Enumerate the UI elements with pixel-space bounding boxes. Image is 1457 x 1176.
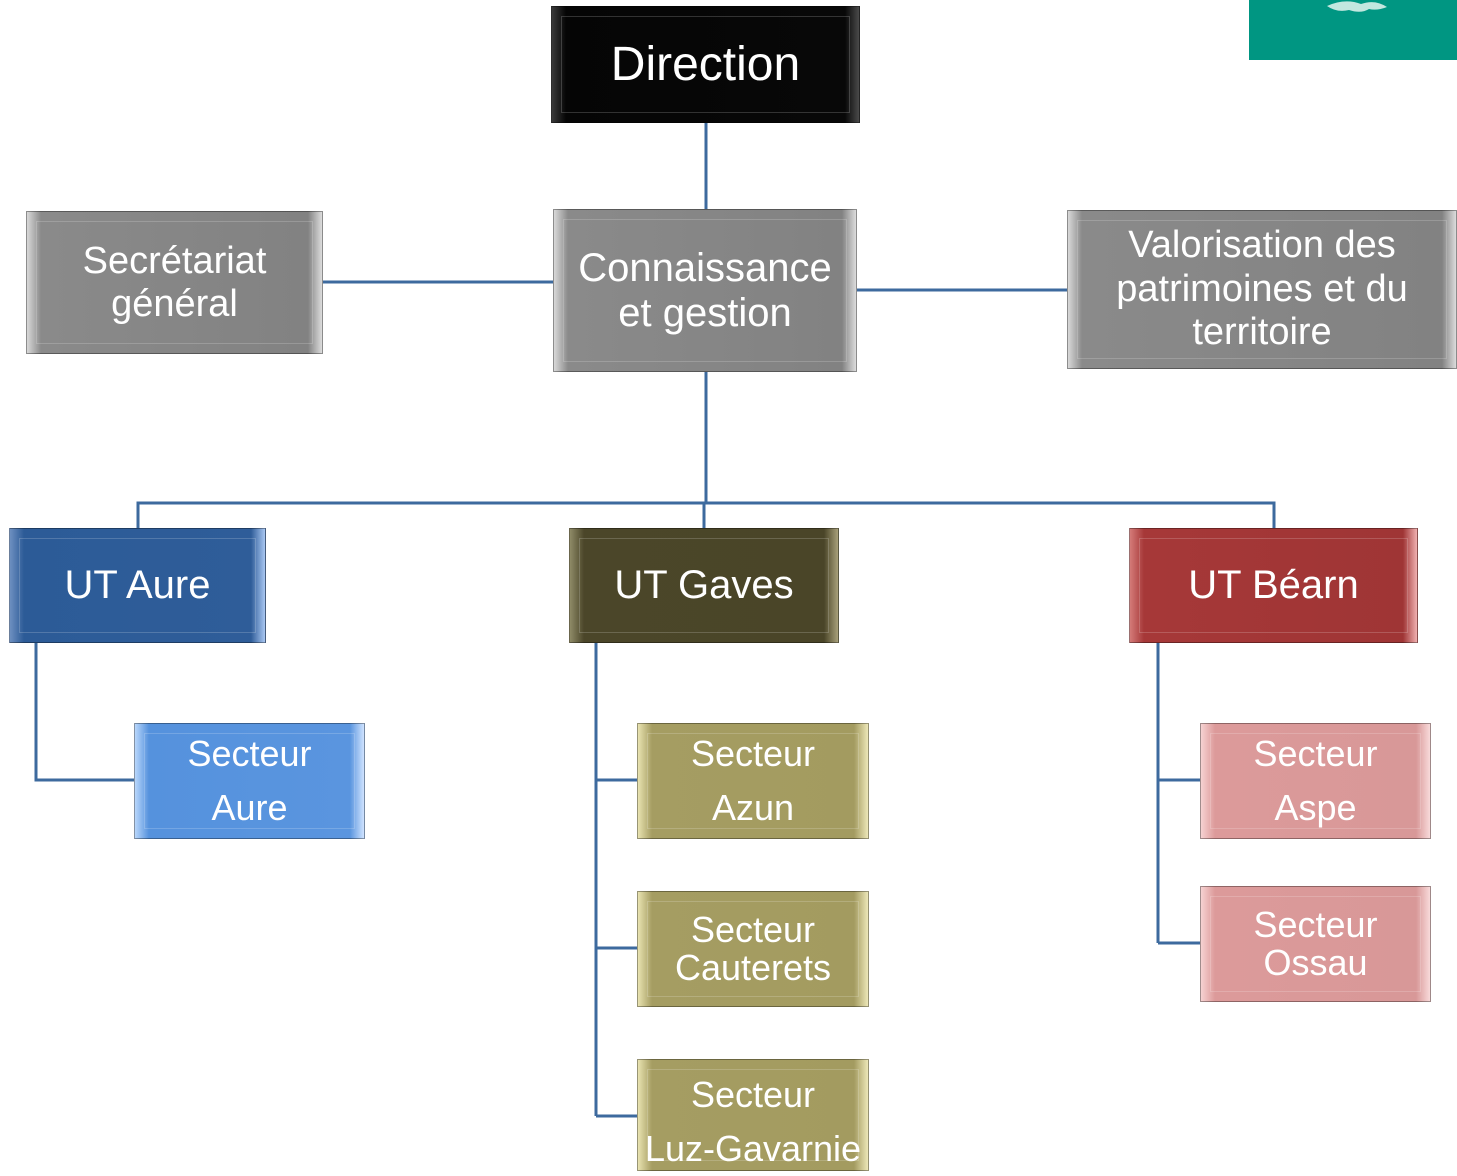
secteur-azun-label-line1: Secteur — [690, 733, 816, 774]
connector-aure-sector — [34, 642, 134, 782]
secteur-ossau-label-line2: Ossau — [1263, 942, 1368, 983]
secretariat-label-line1: Secrétariat — [82, 239, 267, 282]
connaissance-label-line2: et gestion — [618, 290, 792, 335]
secteur-aspe-box: Secteur Aspe — [1200, 723, 1431, 839]
secteur-aspe-label-line2: Aspe — [1274, 787, 1357, 828]
connector-ut-bus — [136, 501, 1276, 528]
secteur-luz-label-line1: Secteur — [690, 1074, 816, 1115]
secteur-luz-label-line2: Luz-Gavarnie — [644, 1128, 862, 1169]
secteur-azun-label-line2: Azun — [711, 787, 795, 828]
direction-label: Direction — [610, 37, 801, 91]
secteur-aure-label-line2: Aure — [211, 787, 288, 828]
ut-bearn-box: UT Béarn — [1129, 528, 1418, 643]
secteur-ossau-label-line1: Secteur — [1253, 904, 1378, 946]
secretariat-label-line2: général — [111, 282, 238, 325]
connaissance-box: Connaissance et gestion — [553, 209, 857, 372]
secteur-aspe-label-line1: Secteur — [1253, 733, 1378, 774]
connaissance-label-line1: Connaissance — [578, 245, 832, 290]
ut-aure-box: UT Aure — [9, 528, 266, 643]
valorisation-label-line1: Valorisation des — [1128, 223, 1396, 266]
valorisation-label-line2: patrimoines et du — [1116, 267, 1408, 310]
secteur-azun-box: Secteur Azun — [637, 723, 869, 839]
ut-gaves-label: UT Gaves — [614, 563, 794, 608]
secteur-luz-box: Secteur Luz-Gavarnie — [637, 1059, 869, 1171]
secteur-cauterets-box: Secteur Cauterets — [637, 891, 869, 1007]
secteur-aure-box: Secteur Aure — [134, 723, 365, 839]
logo-image — [1249, 0, 1457, 60]
secretariat-box: Secrétariat général — [26, 211, 323, 354]
ut-aure-label: UT Aure — [64, 563, 211, 608]
valorisation-label-line3: territoire — [1192, 311, 1332, 354]
direction-box: Direction — [551, 6, 860, 123]
ut-bearn-label: UT Béarn — [1188, 563, 1359, 608]
valorisation-box: Valorisation des patrimoines et du terri… — [1067, 210, 1457, 369]
secteur-cauterets-label-line2: Cauterets — [674, 947, 832, 988]
secteur-aure-label-line1: Secteur — [187, 733, 312, 774]
secteur-ossau-box: Secteur Ossau — [1200, 886, 1431, 1002]
secteur-cauterets-label-line1: Secteur — [690, 909, 816, 951]
logo-mark-icon — [1327, 1, 1387, 12]
ut-gaves-box: UT Gaves — [569, 528, 839, 643]
